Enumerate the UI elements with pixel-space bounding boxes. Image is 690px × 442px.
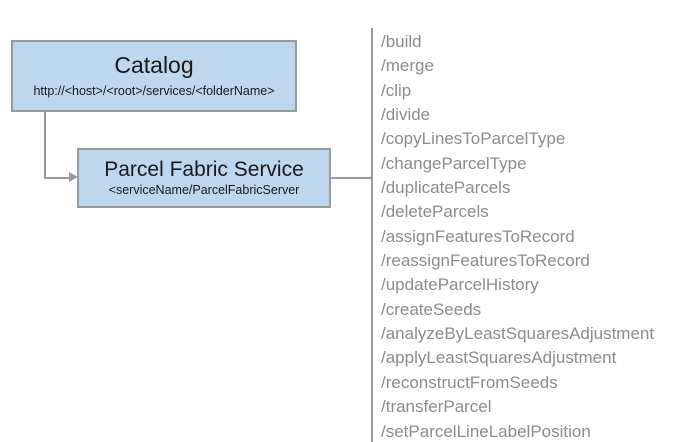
operation-item: /divide: [381, 105, 431, 125]
operation-item: /copyLinesToParcelType: [381, 129, 566, 149]
operation-item: /reassignFeaturesToRecord: [381, 251, 590, 271]
operation-item: /createSeeds: [381, 299, 482, 319]
operation-item: /clip: [381, 80, 412, 100]
operations-list: /build/merge/clip/divide/copyLinesToParc…: [381, 30, 681, 442]
service-node-path: <serviceName/ParcelFabricServer: [108, 183, 300, 198]
operation-item: /updateParcelHistory: [381, 275, 539, 295]
arrowhead-icon: [69, 172, 78, 182]
operation-item: /merge: [381, 56, 434, 76]
operations-list-divider: [371, 28, 373, 442]
service-node-title: Parcel Fabric Service: [104, 158, 304, 182]
operation-item: /transferParcel: [381, 397, 492, 417]
operation-item: /setParcelLineLabelPosition: [381, 421, 591, 441]
operation-item: /analyzeByLeastSquaresAdjustment: [381, 324, 655, 344]
catalog-node: Catalog http://<host>/<root>/services/<f…: [11, 40, 297, 112]
parcel-fabric-service-node: Parcel Fabric Service <serviceName/Parce…: [77, 148, 331, 208]
operation-item: /reconstructFromSeeds: [381, 372, 558, 392]
catalog-to-service-vertical-connector: [44, 112, 46, 178]
operation-item: /changeParcelType: [381, 153, 527, 173]
catalog-node-url: http://<host>/<root>/services/<folderNam…: [33, 83, 275, 98]
operation-item: /build: [381, 32, 422, 51]
catalog-node-title: Catalog: [114, 52, 194, 79]
operation-item: /assignFeaturesToRecord: [381, 226, 575, 246]
operation-item: /duplicateParcels: [381, 178, 511, 198]
service-to-operations-connector: [331, 177, 373, 179]
operation-item: /applyLeastSquaresAdjustment: [381, 348, 617, 368]
operation-item: /deleteParcels: [381, 202, 489, 222]
catalog-to-service-horizontal-connector: [44, 177, 70, 179]
